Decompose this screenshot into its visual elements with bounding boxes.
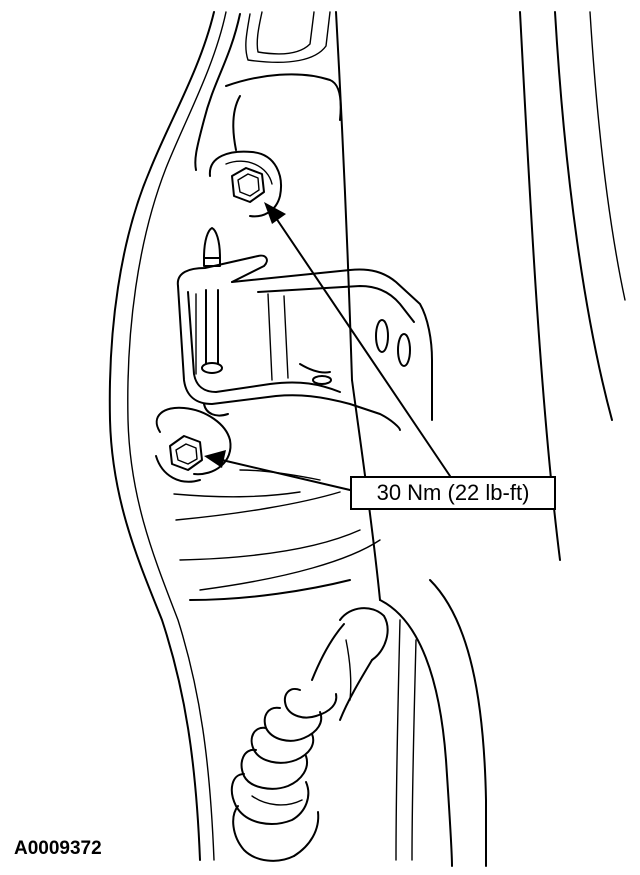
torque-callout: 30 Nm (22 lb-ft) [350, 476, 556, 510]
lower-bolt-boss [155, 406, 232, 483]
hinge-pin [201, 227, 223, 374]
torque-leader-upper [264, 202, 451, 477]
door-frame-outline [108, 11, 626, 867]
torque-leader-lower [204, 450, 351, 491]
hinge-body [176, 254, 433, 431]
figure-id: A0009372 [14, 838, 102, 859]
wiring-boot [230, 607, 389, 862]
upper-hex-bolt [231, 167, 265, 203]
lower-hex-bolt [169, 435, 203, 471]
